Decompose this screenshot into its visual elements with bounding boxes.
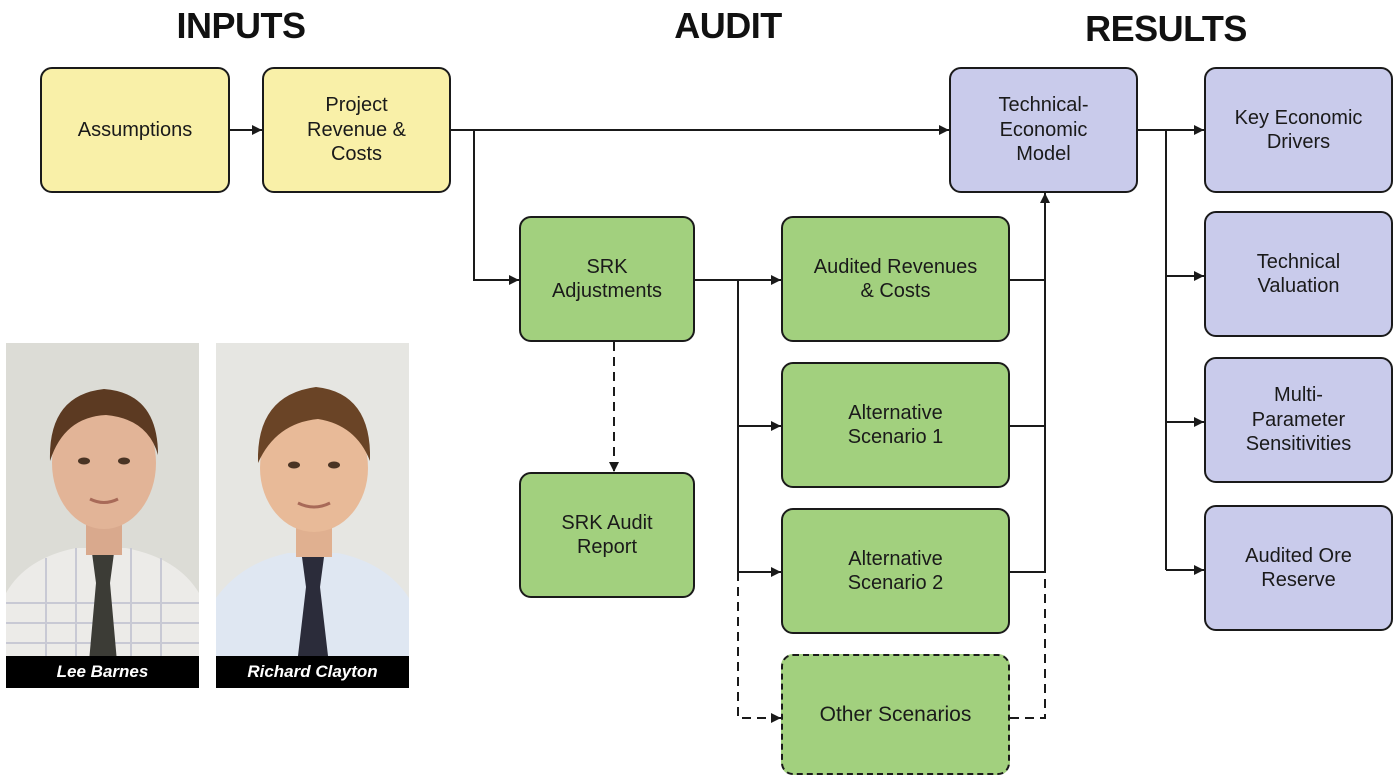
audit-heading: AUDIT [674, 5, 782, 46]
technical-valuation-box: Technical Valuation [1204, 211, 1393, 337]
richard-clayton-caption: Richard Clayton [216, 656, 409, 688]
alternative-scenario-2-box: Alternative Scenario 2 [781, 508, 1010, 634]
srk-audit-report-box: SRK Audit Report [519, 472, 695, 598]
lee-barnes-photo: Lee Barnes [6, 343, 199, 688]
arrow-project-to-srk-adjustments [473, 130, 519, 285]
project-revenue-costs-box: Project Revenue & Costs [262, 67, 451, 193]
technical-economic-model-box: Technical- Economic Model [949, 67, 1138, 193]
audited-ore-reserve-box: Audited Ore Reserve [1204, 505, 1393, 631]
multi-parameter-sensitivities-box: Multi- Parameter Sensitivities [1204, 357, 1393, 483]
richard-clayton-photo: Richard Clayton [216, 343, 409, 688]
assumptions-box: Assumptions [40, 67, 230, 193]
lee-barnes-portrait [6, 343, 199, 688]
srk-adjustments-box: SRK Adjustments [519, 216, 695, 342]
other-scenarios-box: Other Scenarios [781, 654, 1010, 775]
arrow-to-other-scenarios [737, 572, 781, 723]
inputs-heading: INPUTS [176, 5, 306, 46]
audited-revenues-costs-box: Audited Revenues & Costs [781, 216, 1010, 342]
results-heading: RESULTS [1085, 8, 1247, 49]
lee-barnes-caption: Lee Barnes [6, 656, 199, 688]
alternative-scenario-1-box: Alternative Scenario 1 [781, 362, 1010, 488]
richard-clayton-portrait [216, 343, 409, 688]
key-economic-drivers-box: Key Economic Drivers [1204, 67, 1393, 193]
link-other-scenarios-to-model [1010, 572, 1046, 719]
